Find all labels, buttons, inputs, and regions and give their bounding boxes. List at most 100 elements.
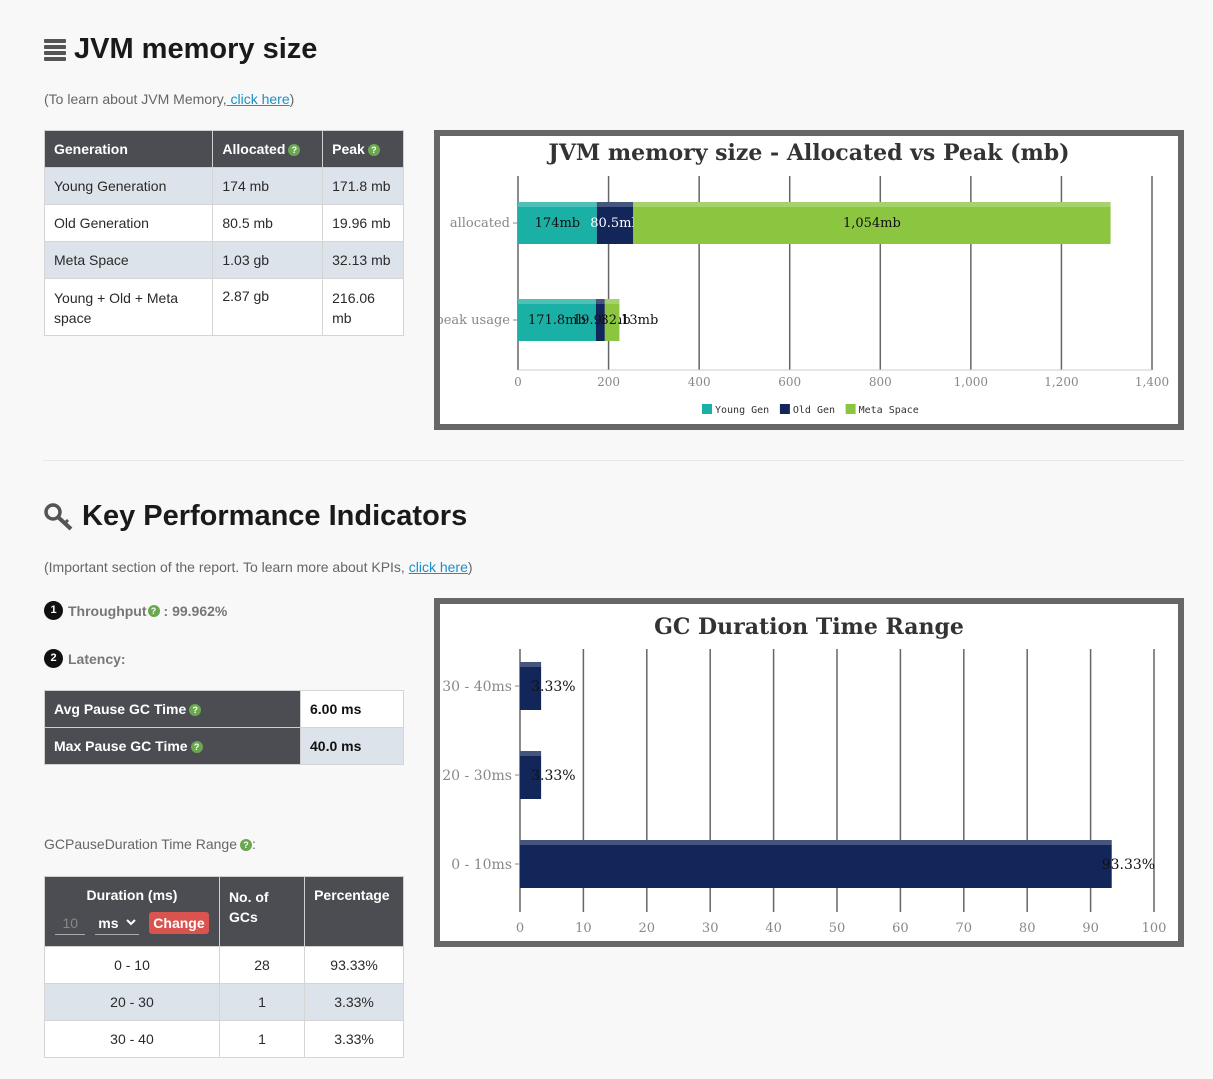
duration-table: Duration (ms) ms Change No. of GCs Perce… bbox=[44, 876, 404, 1058]
data-label: 80.5mb bbox=[590, 216, 640, 231]
data-label: 93.33% bbox=[1102, 857, 1155, 873]
bar-segment bbox=[604, 299, 620, 341]
gc-duration-chart-svg: GC Duration Time Range 0 10 20 30 40 50 60 70 80 9… bbox=[442, 614, 1167, 936]
throughput-line: 1 Throughput? : 99.962% bbox=[44, 601, 227, 620]
data-label: 3.33% bbox=[531, 768, 575, 784]
unit-select[interactable]: ms bbox=[95, 911, 140, 935]
database-icon bbox=[44, 38, 66, 61]
x-tick-label: 30 bbox=[702, 921, 719, 936]
x-tick-label: 40 bbox=[765, 921, 782, 936]
bar-segment bbox=[518, 299, 596, 341]
data-label: 171.8mb bbox=[528, 313, 586, 328]
legend-swatch bbox=[779, 404, 790, 414]
bar-segment bbox=[633, 202, 1111, 244]
x-tick-label: 0 bbox=[514, 375, 522, 389]
table-row: 30 - 40 1 3.33% bbox=[44, 1020, 404, 1058]
key-icon bbox=[44, 502, 73, 530]
data-label: 32.13mb bbox=[600, 313, 658, 328]
x-tick-label: 1,000 bbox=[954, 375, 988, 389]
y-category-label: 20 - 30ms bbox=[442, 768, 512, 784]
help-icon[interactable]: ? bbox=[147, 604, 160, 617]
x-tick-label: 800 bbox=[869, 375, 892, 389]
col-percentage: Percentage bbox=[304, 876, 404, 947]
table-row: Max Pause GC Time? 40.0 ms bbox=[44, 727, 404, 765]
bar-highlight bbox=[520, 662, 542, 667]
help-icon[interactable]: ? bbox=[367, 144, 380, 157]
kpi-section-title: Key Performance Indicators bbox=[44, 500, 467, 533]
table-row: Young Generation 174 mb 171.8 mb bbox=[43, 167, 404, 205]
latency-line: 2 Latency: bbox=[44, 649, 126, 668]
x-tick-label: 100 bbox=[1142, 921, 1167, 936]
bar-highlight bbox=[518, 202, 597, 207]
page-title: JVM memory size bbox=[74, 33, 318, 65]
col-allocated: Allocated? bbox=[212, 130, 324, 168]
x-tick-label: 200 bbox=[597, 375, 620, 389]
x-tick-label: 10 bbox=[575, 921, 592, 936]
memory-learn-link[interactable]: click here bbox=[226, 91, 290, 107]
y-category-label: 30 - 40ms bbox=[442, 679, 512, 695]
col-num-gcs: No. of GCs bbox=[218, 876, 306, 947]
bar-highlight bbox=[520, 840, 1112, 845]
x-tick-label: 0 bbox=[516, 921, 524, 936]
help-icon[interactable]: ? bbox=[190, 741, 203, 754]
col-peak: Peak? bbox=[322, 130, 404, 168]
change-button[interactable]: Change bbox=[149, 912, 209, 934]
data-label: 1,054mb bbox=[843, 216, 901, 231]
help-icon[interactable]: ? bbox=[240, 839, 252, 852]
bar-highlight bbox=[596, 202, 634, 207]
x-tick-label: 600 bbox=[778, 375, 801, 389]
chart-title: JVM memory size - Allocated vs Peak (mb) bbox=[546, 140, 1069, 166]
bar-highlight bbox=[604, 299, 620, 304]
throughput-value: : 99.962% bbox=[163, 602, 228, 619]
bar-segment bbox=[595, 299, 605, 341]
number-badge: 1 bbox=[44, 601, 63, 620]
legend-label: Meta Space bbox=[859, 405, 919, 416]
bar-segment bbox=[596, 202, 634, 244]
table-row: Old Generation 80.5 mb 19.96 mb bbox=[43, 204, 404, 242]
legend-label: Young Gen bbox=[715, 405, 769, 416]
bar bbox=[520, 751, 542, 799]
help-icon[interactable]: ? bbox=[189, 704, 202, 717]
bar-highlight bbox=[633, 202, 1111, 207]
x-tick-label: 400 bbox=[688, 375, 711, 389]
chart-title: GC Duration Time Range bbox=[654, 614, 964, 640]
x-tick-label: 90 bbox=[1082, 921, 1099, 936]
y-category-label: peak usage bbox=[440, 313, 510, 328]
section-divider bbox=[43, 460, 1184, 461]
bar-highlight bbox=[520, 751, 542, 756]
x-tick-label: 50 bbox=[829, 921, 846, 936]
memory-chart: JVM memory size - Allocated vs Peak (mb)… bbox=[434, 130, 1184, 430]
x-tick-label: 80 bbox=[1019, 921, 1036, 936]
legend-swatch bbox=[702, 404, 712, 414]
kpi-learn-link[interactable]: click here bbox=[408, 559, 468, 575]
throughput-label: Throughput bbox=[68, 602, 147, 619]
legend-label: Old Gen bbox=[793, 405, 835, 416]
x-tick-label: 20 bbox=[639, 921, 656, 936]
chevron-down-icon bbox=[126, 919, 137, 926]
kpi-learn-text: (Important section of the report. To lea… bbox=[44, 559, 473, 575]
x-tick-label: 60 bbox=[892, 921, 909, 936]
x-tick-label: 70 bbox=[956, 921, 973, 936]
data-label: 3.33% bbox=[531, 679, 575, 695]
memory-learn-text: (To learn about JVM Memory, click here) bbox=[44, 91, 295, 107]
help-icon[interactable]: ? bbox=[288, 144, 301, 157]
y-category-label: allocated bbox=[450, 216, 510, 231]
legend-swatch bbox=[845, 404, 856, 414]
table-row: 20 - 30 1 3.33% bbox=[44, 983, 404, 1021]
table-row: Meta Space 1.03 gb 32.13 mb bbox=[43, 241, 404, 279]
memory-section-title: JVM memory size bbox=[44, 33, 317, 66]
bar bbox=[520, 662, 542, 710]
table-row: Avg Pause GC Time? 6.00 ms bbox=[44, 690, 404, 728]
col-generation: Generation bbox=[43, 130, 214, 168]
memory-chart-svg: JVM memory size - Allocated vs Peak (mb)… bbox=[440, 140, 1169, 416]
bar-segment bbox=[518, 202, 597, 244]
gc-duration-chart: GC Duration Time Range 0 10 20 30 40 50 60 70 80 9… bbox=[434, 598, 1184, 947]
col-duration: Duration (ms) ms Change bbox=[44, 876, 220, 947]
bar-highlight bbox=[595, 299, 605, 304]
table-row: Young + Old + Meta space 2.87 gb 216.06 … bbox=[43, 278, 404, 336]
number-badge: 2 bbox=[44, 649, 63, 668]
x-tick-label: 1,200 bbox=[1044, 375, 1078, 389]
bar bbox=[520, 840, 1112, 888]
bar-highlight bbox=[518, 299, 596, 304]
interval-input[interactable] bbox=[55, 911, 86, 935]
